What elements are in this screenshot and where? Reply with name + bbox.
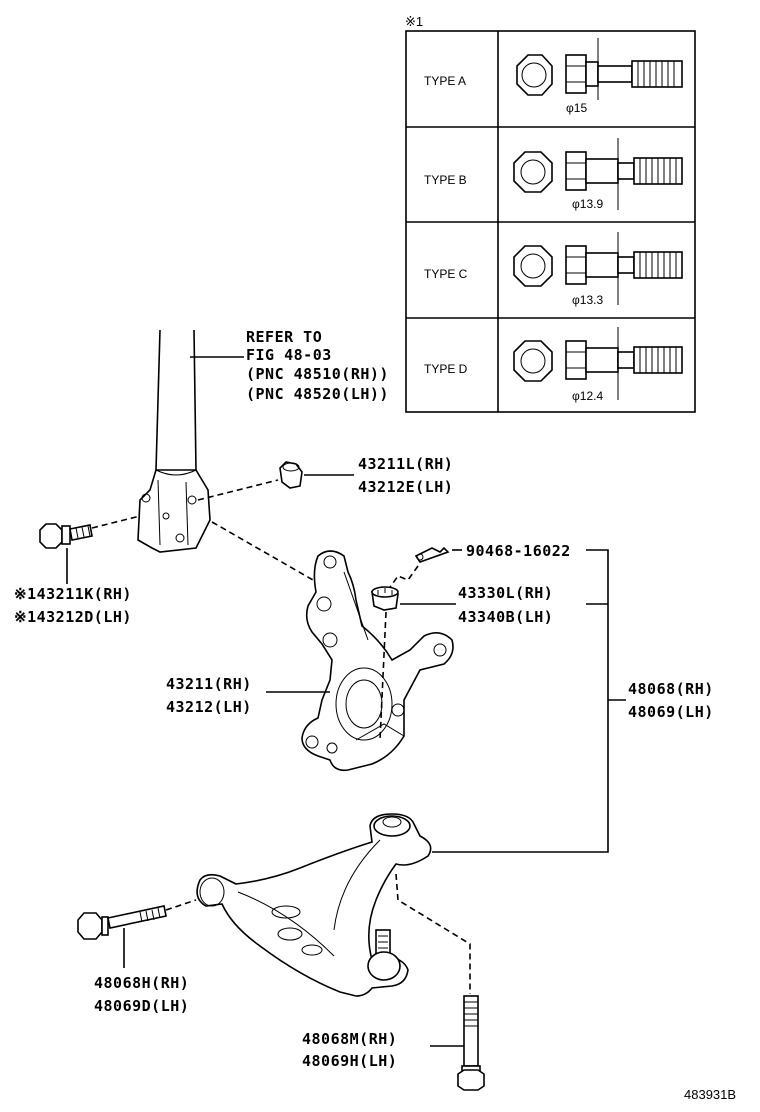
- refer-note: REFER TO FIG 48-03 (PNC 48510(RH)) (PNC …: [190, 328, 389, 403]
- type-b-label: TYPE B: [424, 173, 467, 187]
- type-d-bolt-icon: φ12.4: [513, 327, 683, 403]
- strut-bolt-icon: [39, 523, 93, 549]
- strut-bolt-lh: ※143212D(LH): [14, 608, 132, 626]
- strut-bolt-rh: ※143211K(RH): [14, 585, 132, 603]
- type-c-label: TYPE C: [424, 267, 468, 281]
- type-d-dim: φ12.4: [572, 389, 603, 403]
- arm-bolt-lh: 48069D(LH): [94, 997, 189, 1015]
- type-a-label: TYPE A: [424, 74, 466, 88]
- nut-upper-rh: 43211L(RH): [358, 455, 453, 473]
- knuckle-rh: 43211(RH): [166, 675, 252, 693]
- table-mark: ※1: [405, 14, 423, 29]
- refer-line-4: (PNC 48520(LH)): [246, 385, 389, 403]
- type-c-bolt-icon: φ13.3: [513, 232, 683, 307]
- long-bolt-lh: 48069H(LH): [302, 1052, 397, 1070]
- arm-bolt-rh: 48068H(RH): [94, 974, 189, 992]
- castle-nut-lh: 43340B(LH): [458, 608, 553, 626]
- type-d-label: TYPE D: [424, 362, 468, 376]
- upper-nut-icon: [279, 461, 303, 489]
- type-b-bolt-icon: φ13.9: [513, 138, 683, 211]
- arm-bolt-icon: [77, 905, 167, 940]
- lower-arm-illustration: [196, 813, 432, 997]
- part-labels: 43211L(RH) 43212E(LH) ※143211K(RH) ※1432…: [14, 455, 736, 1102]
- assy-rh: 48068(RH): [628, 680, 714, 698]
- refer-line-1: REFER TO: [246, 328, 322, 346]
- assy-lh: 48069(LH): [628, 703, 714, 721]
- knuckle-lh: 43212(LH): [166, 698, 252, 716]
- bolt-type-table: ※1 TYPE A TYPE B TYPE C TYPE D φ15: [405, 14, 696, 413]
- type-a-dim: φ15: [566, 101, 587, 115]
- long-bolt-rh: 48068M(RH): [302, 1030, 397, 1048]
- assy-bracket: [432, 549, 609, 853]
- steering-knuckle-illustration: [301, 550, 454, 772]
- refer-line-3: (PNC 48510(RH)): [246, 365, 389, 383]
- castle-nut-icon: [371, 586, 399, 611]
- type-a-bolt-icon: φ15: [516, 38, 683, 115]
- nut-upper-lh: 43212E(LH): [358, 478, 453, 496]
- cotter-pin-number: 90468-16022: [466, 542, 571, 560]
- cotter-pin-icon: [414, 546, 450, 563]
- type-b-dim: φ13.9: [572, 197, 603, 211]
- figure-id: 483931B: [684, 1087, 736, 1102]
- type-c-dim: φ13.3: [572, 293, 603, 307]
- strut-illustration: [137, 329, 211, 553]
- refer-line-2: FIG 48-03: [246, 346, 332, 364]
- long-bolt-icon: [457, 995, 485, 1091]
- castle-nut-rh: 43330L(RH): [458, 584, 553, 602]
